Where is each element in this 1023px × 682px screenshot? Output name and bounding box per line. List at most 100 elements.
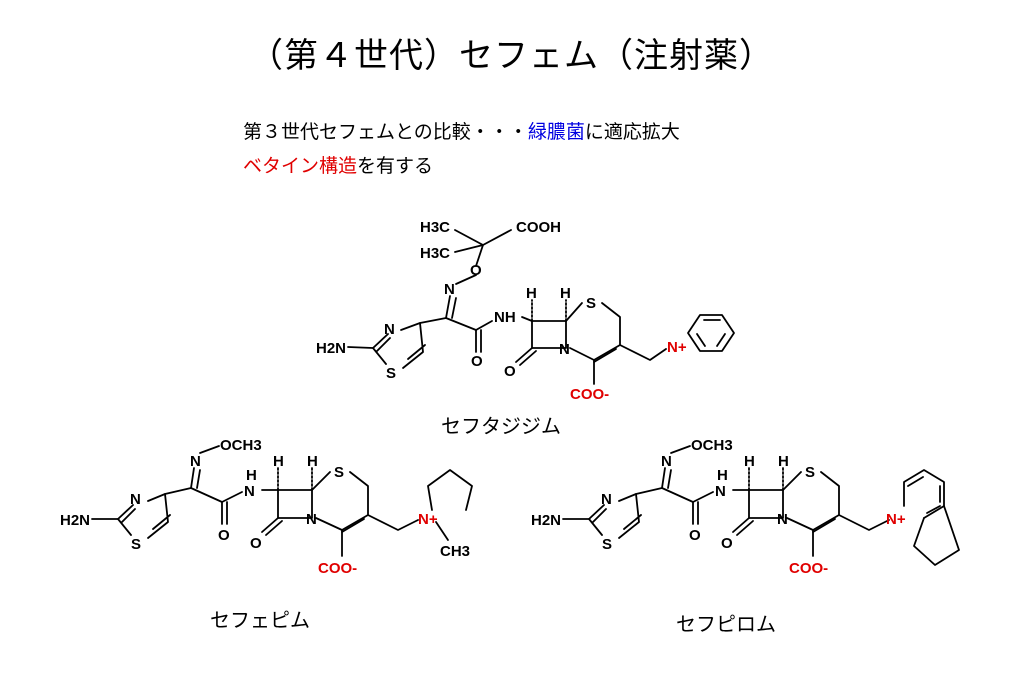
lactam-carbonyl (732, 517, 754, 536)
atom-label: S (586, 295, 596, 312)
stereo-hydrogens (531, 299, 567, 322)
atom-label: O (471, 353, 483, 370)
gem-dimethyl-bonds-2 (454, 244, 484, 267)
atom-label: O (470, 262, 482, 279)
atom-label: H (273, 453, 284, 470)
ceftazidime-structure: H3C COOH H3C O N H H S NH N H2N S O O N … (316, 219, 735, 403)
atom-label: O (504, 363, 516, 380)
thiazole-ring-left (117, 504, 136, 536)
carboxylate-label: COO- (789, 560, 828, 577)
atom-label: H2N (316, 340, 346, 357)
atom-label: H (560, 285, 571, 302)
cyclopentene-ring (913, 505, 960, 566)
atom-label: O (250, 535, 262, 552)
cefepime-structure: N OCH3 H N H H S N H2N S O O N COO- N+ C… (60, 437, 473, 577)
atom-label: N (715, 483, 726, 500)
atom-label: H (307, 453, 318, 470)
cefepime-name: セフェピム (210, 608, 310, 632)
atom-label: S (334, 464, 344, 481)
pseudomonas-highlight: 緑膿菌 (527, 121, 585, 143)
betaine-highlight: ベタイン構造 (243, 155, 358, 177)
n-o-bond (199, 445, 220, 454)
atom-label: N (777, 511, 788, 528)
atom-label: H (744, 453, 755, 470)
amide-double-bond (692, 501, 699, 525)
atom-label: H (526, 285, 537, 302)
pyridinium-double-bonds (907, 476, 941, 514)
atom-label: S (386, 365, 396, 382)
atom-label: N (444, 281, 455, 298)
atom-label: N (130, 491, 141, 508)
atom-label: H (717, 467, 728, 484)
atom-label: O (689, 527, 701, 544)
amide-double-bond (221, 501, 228, 525)
thiazole-ring-right (147, 493, 171, 539)
gem-dimethyl-bonds (454, 229, 512, 246)
amide-double-bond (475, 329, 482, 353)
atom-label: N (601, 491, 612, 508)
atom-label: H3C (420, 245, 450, 262)
methylene-bond (838, 514, 890, 531)
pyridinium-nitrogen-label: N+ (667, 339, 687, 356)
pyrrolidinium-ring (427, 469, 473, 511)
atom-label: S (602, 536, 612, 553)
atom-label: H2N (60, 512, 90, 529)
atom-label: OCH3 (220, 437, 262, 454)
amide-c-n-bond (475, 320, 493, 331)
atom-label: N (244, 483, 255, 500)
stereo-hydrogens (277, 467, 313, 491)
methylene-bond (367, 514, 419, 531)
dihydrothiazine-double-bond (341, 518, 365, 533)
oxime-double-bond (661, 467, 672, 489)
oxime-carbon-bonds (164, 487, 243, 503)
n-c-double-bond (445, 295, 457, 319)
beta-lactam-ring (277, 489, 313, 519)
atom-label: H (778, 453, 789, 470)
dihydrothiazine-double-bond (593, 348, 617, 363)
beta-lactam-ring (748, 489, 784, 519)
atom-label: O (218, 527, 230, 544)
methylene-bond (619, 344, 667, 361)
beta-lactam-ring (531, 320, 567, 349)
pyrrolidinium-nitrogen-label: N+ (418, 511, 438, 528)
ceftazidime-name: セフタジジム (441, 414, 561, 438)
pyridinium-double-bonds (696, 319, 726, 347)
pyridinium-nitrogen-label: N+ (886, 511, 906, 528)
atom-label: N (661, 453, 672, 470)
atom-label: CH3 (440, 543, 470, 560)
note-prefix: 第３世代セフェムとの比較・・・ (243, 121, 528, 143)
atom-label: H (246, 467, 257, 484)
stereo-hydrogens (748, 467, 784, 491)
betaine-note: ベタイン構造を有する (243, 151, 433, 178)
thiazole-ring-left (372, 333, 391, 365)
pyridinium-ring (687, 314, 735, 352)
pyridinium-ring (903, 469, 945, 519)
note-suffix: に適応拡大 (584, 121, 680, 143)
atom-label: COOH (516, 219, 561, 236)
atom-label: N (190, 453, 201, 470)
atom-label: H3C (420, 219, 450, 236)
cefpirome-name: セフピロム (676, 612, 776, 636)
o-n-bond (455, 274, 477, 285)
oxime-carbon-bonds (419, 317, 477, 331)
atom-label: N (384, 321, 395, 338)
atom-label: S (805, 464, 815, 481)
amine-bond (347, 346, 374, 349)
carboxylate-label: COO- (318, 560, 357, 577)
lactam-carbonyl (261, 517, 283, 536)
lactam-carbonyl (515, 347, 537, 366)
atom-label: S (131, 536, 141, 553)
oxime-carbon-bonds (635, 487, 714, 503)
carboxylate-label: COO- (570, 386, 609, 403)
thiazole-ring-right (618, 493, 642, 539)
nh-c7-bond (521, 316, 533, 322)
atom-label: O (721, 535, 733, 552)
thiazole-ring-right (400, 322, 426, 369)
dihydrothiazine-double-bond (812, 518, 836, 533)
cefpirome-structure: N OCH3 H N H H S N H2N S O O N COO- N+ (531, 437, 960, 577)
n-o-bond (670, 445, 691, 454)
thiazole-ring-left (588, 504, 607, 536)
atom-label: N (559, 341, 570, 358)
atom-label: H2N (531, 512, 561, 529)
